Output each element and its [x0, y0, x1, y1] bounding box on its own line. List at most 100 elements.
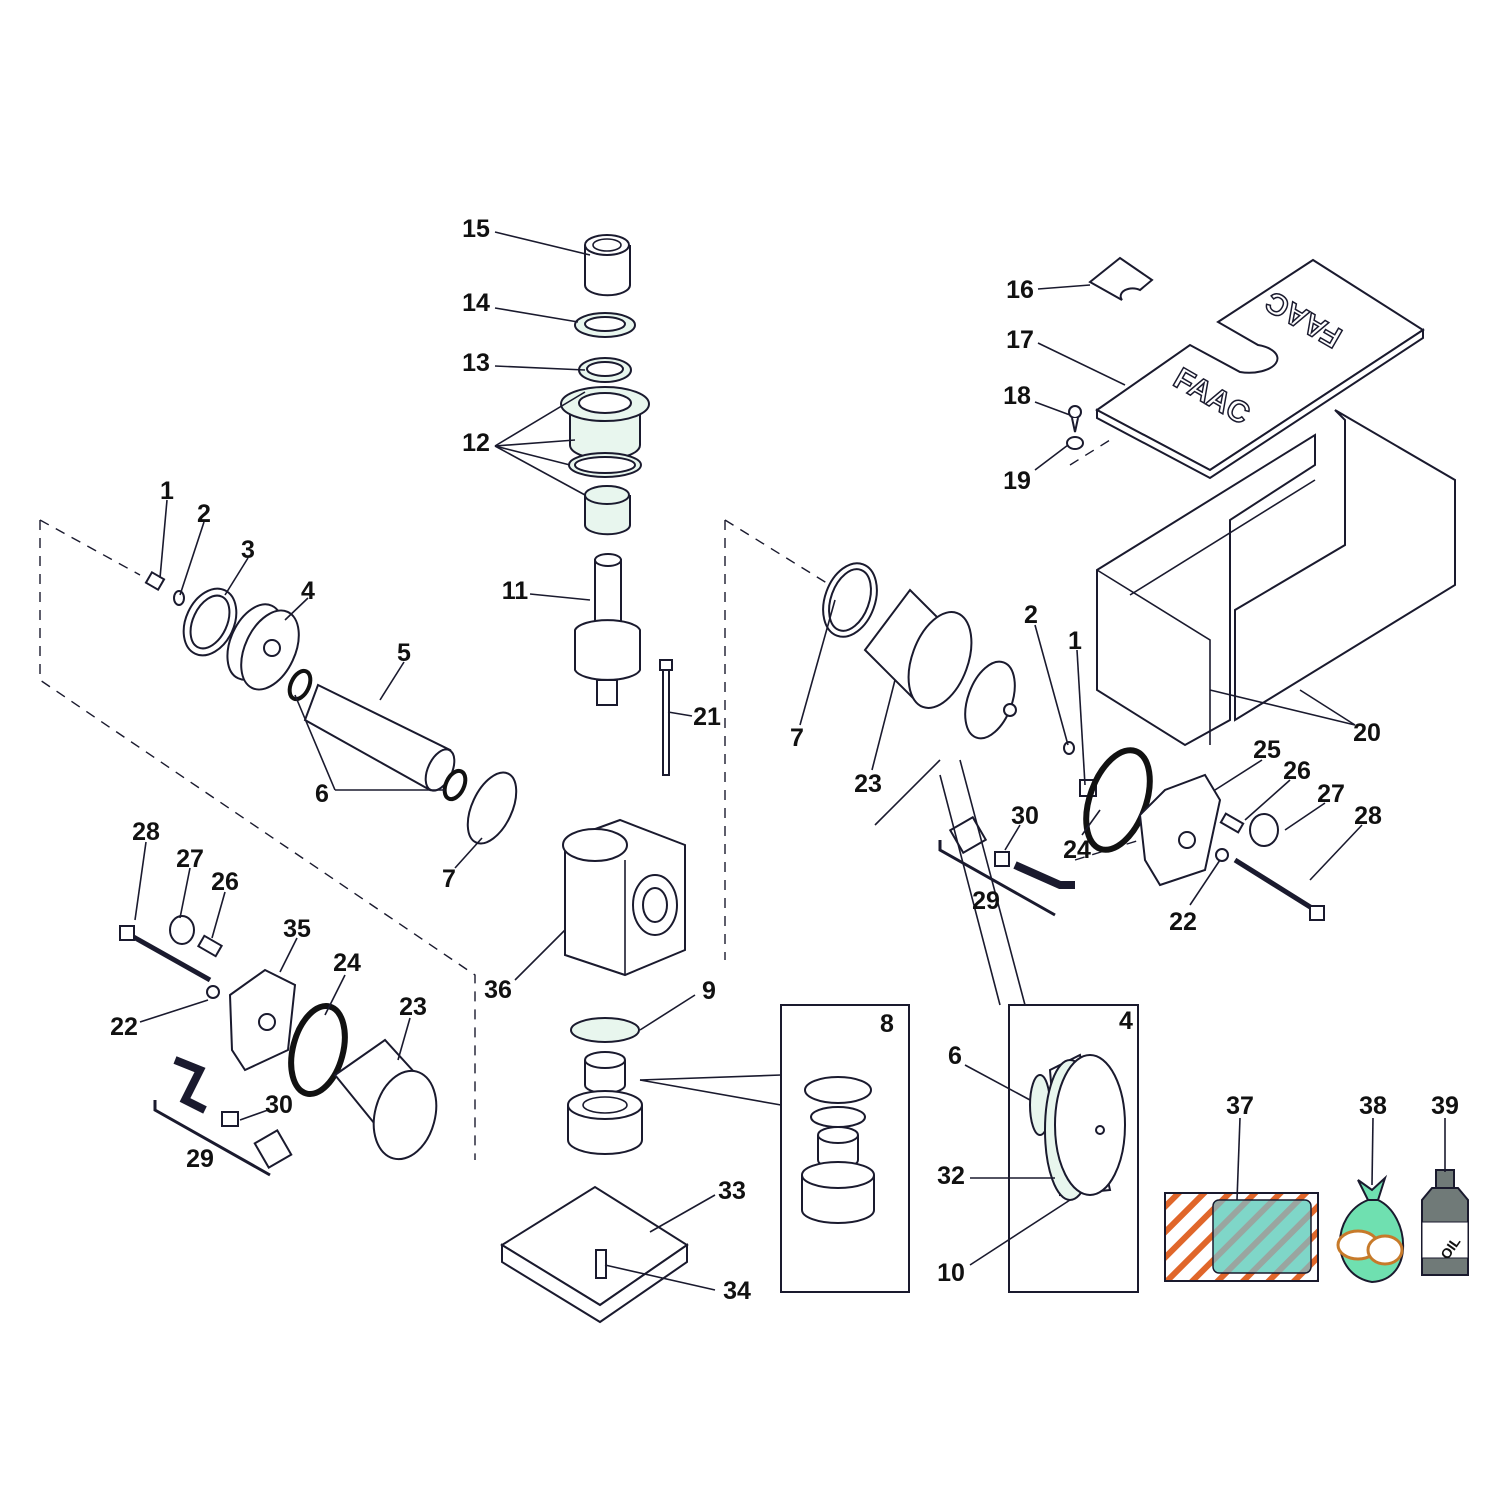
leader-line	[494, 365, 586, 371]
callout-label: 26	[1283, 757, 1311, 785]
callout-label: 9	[702, 977, 716, 1005]
callout-label: 28	[1354, 802, 1382, 830]
leader-line	[1371, 1117, 1374, 1186]
leader-line	[159, 499, 168, 579]
callout-label: 23	[399, 993, 427, 1021]
callout-label: 16	[1006, 276, 1034, 304]
leader-line	[1081, 809, 1101, 836]
callout-label: 37	[1226, 1092, 1254, 1120]
callout-label: 27	[176, 845, 204, 873]
leader-line	[1209, 689, 1356, 726]
seal-13	[578, 357, 632, 383]
callout-label: 1	[160, 477, 174, 505]
callout-label: 24	[333, 949, 361, 977]
callout-label: 38	[1359, 1092, 1387, 1120]
assembly-guides	[39, 439, 1141, 1160]
callout-label: 30	[265, 1091, 293, 1119]
callout-label: 8	[880, 1010, 894, 1038]
callout-label: 10	[937, 1259, 965, 1287]
callout-label: 29	[186, 1145, 214, 1173]
callout-label: 22	[1169, 908, 1197, 936]
callout-label: 32	[937, 1162, 965, 1190]
leader-line	[514, 929, 566, 981]
leader-line	[134, 841, 147, 921]
cover-plate-17: FAAC FAAC	[1095, 258, 1425, 480]
leader-line	[1244, 779, 1291, 821]
oil-bottle-39: OIL	[1421, 1169, 1469, 1276]
leader-line	[969, 1199, 1071, 1266]
leader-line	[1034, 444, 1069, 471]
leader-line	[494, 231, 591, 256]
leader-line	[1214, 759, 1263, 791]
leader-line	[454, 837, 483, 869]
callout-label: 28	[132, 818, 160, 846]
leader-line	[639, 1079, 782, 1106]
leader-line	[1037, 342, 1126, 386]
callout-label: 2	[197, 500, 211, 528]
leader-line	[667, 711, 693, 717]
leader-line	[494, 439, 576, 447]
leader-line	[494, 391, 586, 447]
leader-line	[799, 599, 836, 726]
screw-18-washer-19	[1066, 405, 1084, 450]
leader-line	[529, 593, 591, 601]
leader-line	[284, 597, 309, 621]
callout-label: 29	[972, 887, 1000, 915]
callout-label: 33	[718, 1177, 746, 1205]
callout-label: 4	[1119, 1007, 1133, 1035]
callout-label: 6	[948, 1042, 962, 1070]
callout-label: 11	[502, 577, 529, 605]
leader-line	[294, 694, 336, 791]
callout-label: 6	[315, 780, 329, 808]
pinion-shaft-11	[574, 553, 641, 706]
leader-line	[1037, 284, 1091, 290]
leader-line	[1034, 401, 1071, 416]
leader-line	[379, 661, 405, 701]
parts-bag-38	[1336, 1174, 1405, 1284]
leader-line	[871, 679, 896, 771]
callout-label: 2	[1024, 601, 1038, 629]
leader-line	[939, 774, 1001, 1006]
leader-line	[397, 1017, 411, 1061]
leader-line	[1004, 824, 1021, 851]
callout-label: 24	[1063, 836, 1091, 864]
seal-kit-box-37	[1164, 1192, 1319, 1282]
leader-line	[604, 1264, 716, 1291]
callout-label: 7	[442, 865, 456, 893]
leader-line	[639, 1074, 782, 1081]
leader-line	[139, 999, 209, 1023]
piston-9	[567, 1017, 643, 1155]
leader-line	[324, 974, 346, 1016]
callout-label: 30	[1011, 802, 1039, 830]
right-cylinder-parts	[822, 562, 1325, 921]
screw-21	[659, 659, 673, 776]
leader-line	[1309, 824, 1363, 881]
leader-line	[649, 1194, 716, 1233]
insert-16	[1088, 256, 1154, 301]
leader-line	[1034, 624, 1069, 746]
leader-line	[211, 891, 226, 939]
leader-line	[1189, 859, 1221, 906]
seal-kit-12	[560, 386, 650, 536]
leader-line	[959, 759, 1026, 1006]
callout-label: 18	[1003, 382, 1031, 410]
leader-line	[874, 759, 941, 826]
callout-label: 12	[462, 429, 490, 457]
leader-line	[494, 445, 586, 496]
callout-label: 14	[462, 289, 490, 317]
callout-label: 23	[854, 770, 882, 798]
leader-line	[1236, 1117, 1241, 1201]
callout-label: 26	[211, 868, 239, 896]
leader-line	[1299, 689, 1356, 726]
callout-label: 4	[301, 577, 315, 605]
housing-20	[1096, 409, 1456, 747]
callout-label: 39	[1431, 1092, 1459, 1120]
leader-line	[494, 307, 579, 323]
callout-label: 1	[1068, 627, 1082, 655]
leader-line	[494, 445, 571, 466]
callout-label: 27	[1317, 780, 1345, 808]
leader-line	[639, 994, 696, 1031]
callout-label: 7	[790, 724, 804, 752]
